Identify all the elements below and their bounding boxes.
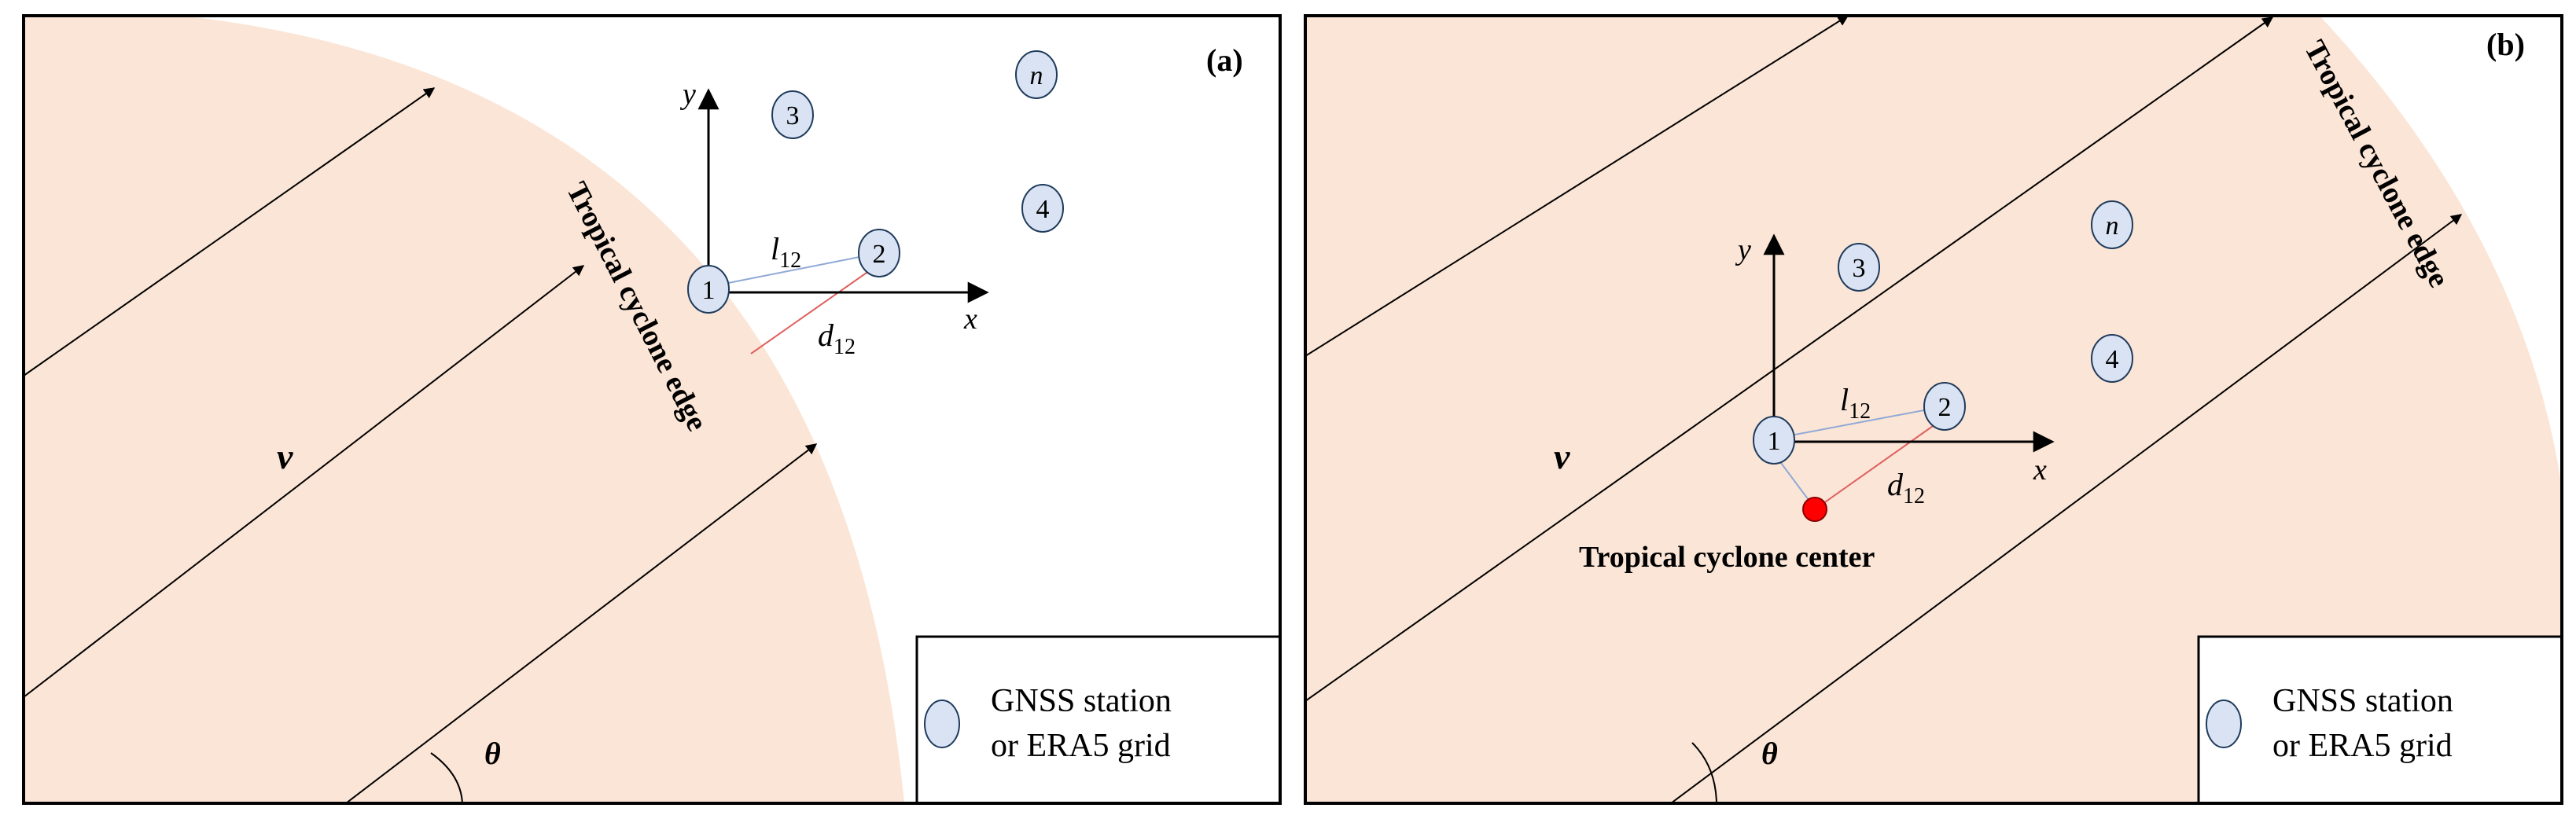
wind-lines	[24, 87, 818, 803]
velocity-label: v	[277, 436, 293, 476]
baseline-label: l12	[771, 231, 801, 273]
velocity-label: v	[1554, 436, 1570, 476]
baseline-l12	[708, 252, 880, 288]
legend: GNSS station or ERA5 grid	[915, 635, 1282, 805]
distance-d12	[1814, 420, 1941, 510]
panel-frame	[1304, 14, 2563, 805]
baseline-l12	[1773, 406, 1945, 439]
station-3: 3	[1838, 243, 1880, 292]
angle-label: θ	[484, 736, 501, 771]
legend-station-icon	[2206, 700, 2242, 748]
legend-text-1: GNSS station	[991, 683, 1172, 719]
station-n: n	[2091, 200, 2133, 249]
center-label: Tropical cyclone center	[1579, 541, 1875, 574]
panel-b: 1 2 3 4 n y x l12 d12	[1304, 14, 2563, 805]
svg-text:3: 3	[1853, 254, 1866, 283]
legend-station-icon	[924, 700, 960, 748]
cyclone-region	[24, 16, 904, 803]
station-4: 4	[1021, 184, 1064, 233]
angle-label: θ	[1761, 736, 1778, 771]
panel-label: (b)	[2486, 27, 2525, 62]
baseline-label: l12	[1840, 382, 1871, 424]
center-link	[1778, 459, 1812, 504]
svg-text:4: 4	[1036, 195, 1050, 224]
angle-arc	[430, 752, 463, 803]
svg-text:n: n	[1030, 61, 1043, 90]
axis-x-label: x	[963, 303, 977, 336]
svg-text:1: 1	[1768, 427, 1781, 456]
svg-text:2: 2	[873, 240, 886, 269]
station-4: 4	[2091, 334, 2133, 383]
legend-text-2: or ERA5 grid	[2272, 728, 2453, 764]
station-n: n	[1015, 50, 1058, 99]
distance-label: d12	[1887, 467, 1925, 509]
wind-lines	[1305, 16, 2463, 803]
station-3: 3	[771, 90, 814, 139]
svg-text:4: 4	[2106, 345, 2119, 374]
panel-label: (a)	[1206, 42, 1243, 78]
svg-text:2: 2	[1938, 393, 1952, 422]
cyclone-center-marker	[1802, 497, 1827, 522]
legend-text-1: GNSS station	[2272, 683, 2453, 719]
distance-d12	[750, 266, 875, 354]
panel-frame	[22, 14, 1282, 805]
station-2: 2	[1923, 382, 1966, 431]
svg-text:n: n	[2106, 211, 2119, 241]
station-1: 1	[687, 265, 730, 314]
station-2: 2	[858, 229, 900, 277]
station-1: 1	[1753, 416, 1795, 465]
axis-x-label: x	[2033, 454, 2047, 487]
axis-y-label: y	[1735, 233, 1751, 266]
panel-a: 1 2 3 4 n y x l12 d12 v θ	[22, 14, 1282, 805]
legend-text-2: or ERA5 grid	[991, 728, 1171, 764]
distance-label: d12	[818, 318, 856, 359]
axis-y-label: y	[679, 78, 696, 111]
legend: GNSS station or ERA5 grid	[2197, 635, 2563, 805]
svg-text:1: 1	[702, 276, 716, 305]
svg-text:3: 3	[786, 101, 800, 130]
angle-arc	[1691, 742, 1717, 803]
